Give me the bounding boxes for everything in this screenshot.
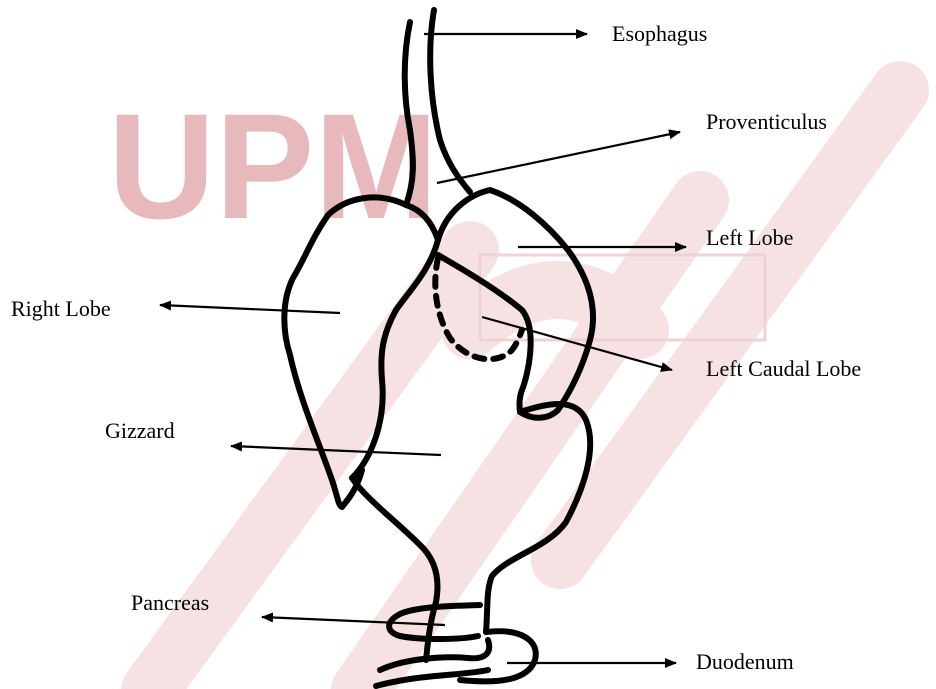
watermark-logo-text: UPM xyxy=(108,82,438,250)
right-lobe-label: Right Lobe xyxy=(11,296,111,321)
duodenum-label: Duodenum xyxy=(696,649,794,674)
gizzard-label: Gizzard xyxy=(105,418,175,443)
left-lobe-label: Left Lobe xyxy=(706,225,793,250)
proventiculus-arrow xyxy=(437,132,680,183)
left-caudal-lobe-label: Left Caudal Lobe xyxy=(706,356,861,381)
esophagus-label: Esophagus xyxy=(612,21,707,46)
watermark-arc-stroke xyxy=(470,290,640,330)
right-lobe-arrow xyxy=(160,305,340,313)
proventiculus-label: Proventiculus xyxy=(706,109,827,134)
pancreas-label: Pancreas xyxy=(131,590,209,615)
watermark: UPM xyxy=(108,82,900,689)
